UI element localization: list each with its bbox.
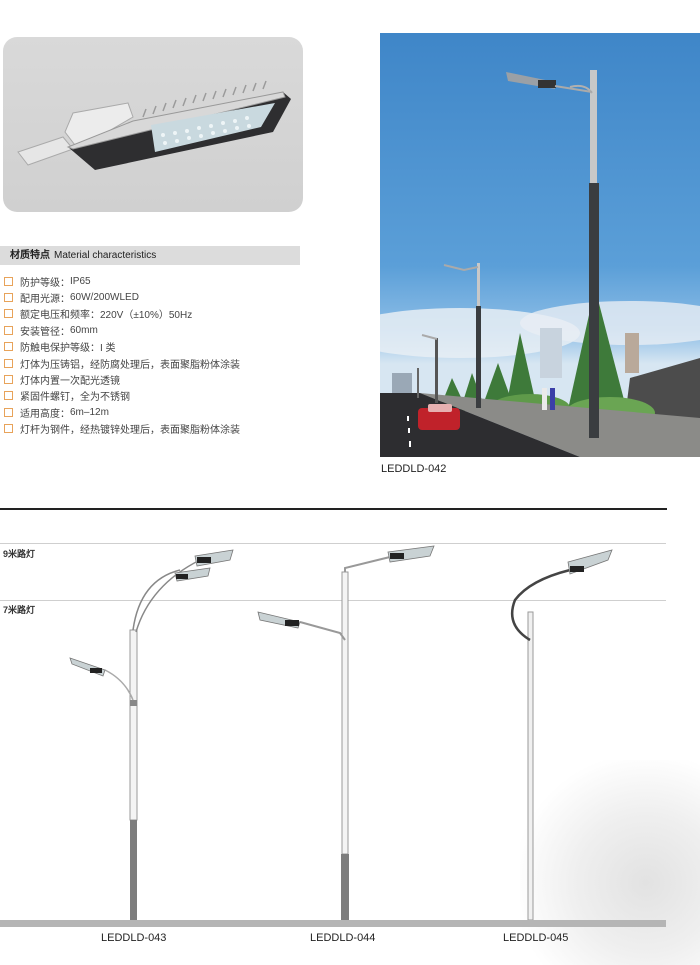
header-cn: 材质特点	[10, 250, 50, 261]
pole-045-icon	[510, 549, 613, 921]
spec-item: 配用光源：60W/200WLED	[4, 289, 240, 305]
spec-item: 额定电压和频率：220V（±10%）50Hz	[4, 306, 240, 322]
header-en: Material characteristics	[54, 250, 157, 261]
checkbox-icon	[4, 276, 13, 286]
spec-item: 灯杆为钢件，经热镀锌处理后，表面聚脂粉体涂装	[4, 421, 240, 437]
checkbox-icon	[4, 342, 13, 352]
background-trees	[520, 760, 700, 965]
checkbox-icon	[4, 358, 13, 368]
street-scene-image	[380, 33, 700, 457]
scene-model-caption: LEDDLD-042	[381, 463, 447, 475]
pole-044-icon	[257, 545, 435, 920]
model-caption-043: LEDDLD-043	[101, 932, 167, 944]
checkbox-icon	[4, 309, 13, 319]
section-divider	[0, 508, 667, 510]
led-fixture-icon	[17, 80, 291, 170]
model-caption-044: LEDDLD-044	[310, 932, 376, 944]
street-scene-illustration	[380, 70, 700, 457]
spec-item: 灯体内置一次配光透镜	[4, 371, 240, 387]
checkbox-icon	[4, 391, 13, 401]
spec-item: 紧固件螺钉，全为不锈钢	[4, 388, 240, 404]
nine-meter-label: 9米路灯	[3, 549, 36, 559]
checkbox-icon	[4, 293, 13, 303]
checkbox-icon	[4, 407, 13, 417]
model-caption-045: LEDDLD-045	[503, 932, 569, 944]
spec-item: 防触电保护等级：I 类	[4, 339, 240, 355]
nine-meter-guide-line	[0, 543, 666, 544]
seven-meter-guide-line	[0, 600, 666, 601]
spec-item: 适用高度：6m–12m	[4, 404, 240, 420]
seven-meter-label: 7米路灯	[3, 605, 36, 615]
checkbox-icon	[4, 424, 13, 434]
spec-list: 防护等级：IP65 配用光源：60W/200WLED 额定电压和频率：220V（…	[4, 273, 240, 437]
spec-item: 安装管径：60mm	[4, 322, 240, 338]
product-photo	[3, 37, 303, 212]
material-characteristics-header: 材质特点 Material characteristics	[0, 246, 300, 265]
pole-043-icon	[69, 549, 234, 920]
spec-item: 灯体为压铸铝，经防腐处理后，表面聚脂粉体涂装	[4, 355, 240, 371]
checkbox-icon	[4, 375, 13, 385]
ground-bar	[0, 920, 666, 927]
spec-item: 防护等级：IP65	[4, 273, 240, 289]
pole-illustrations	[69, 545, 613, 921]
checkbox-icon	[4, 325, 13, 335]
